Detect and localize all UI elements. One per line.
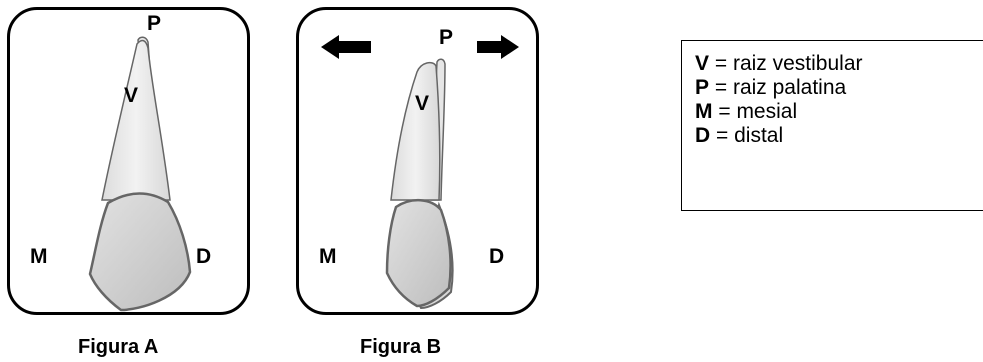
tooth-b-crown [387,200,451,306]
label-palatal: P [147,13,161,34]
tooth-a-vestibular-root [102,41,170,200]
figure-a-panel: P V M D [7,7,250,315]
legend-text: raiz palatina [733,76,846,99]
tooth-b-illustration [299,10,542,318]
figure-b-panel: P V M D [296,7,539,315]
label-vestibular: V [124,85,138,106]
legend-item: V = raiz vestibular [695,52,983,76]
legend-item: M = mesial [695,100,983,124]
legend-separator: = [713,100,737,123]
label-mesial: M [30,246,48,267]
legend-item: D = distal [695,124,983,148]
label-distal: D [196,246,211,267]
label-mesial: M [319,246,337,267]
legend-key: V [695,52,709,75]
legend-key: D [695,124,710,147]
arrow-right-icon [477,35,519,59]
label-vestibular: V [415,93,429,114]
legend-text: mesial [736,100,797,123]
label-palatal: P [439,27,453,48]
arrow-left-icon [321,35,371,59]
legend-key: M [695,100,713,123]
tooth-b-vestibular-root [391,63,440,200]
legend-text: raiz vestibular [733,52,863,75]
legend-key: P [695,76,709,99]
tooth-a-crown [90,194,190,311]
legend-text: distal [734,124,783,147]
legend-box: V = raiz vestibular P = raiz palatina M … [681,40,983,211]
legend-separator: = [709,52,733,75]
figure-b-caption: Figura B [360,335,441,359]
tooth-a-illustration [10,10,253,318]
legend-separator: = [709,76,733,99]
figure-a-caption: Figura A [78,335,158,359]
legend-separator: = [710,124,734,147]
label-distal: D [489,246,504,267]
legend-item: P = raiz palatina [695,76,983,100]
